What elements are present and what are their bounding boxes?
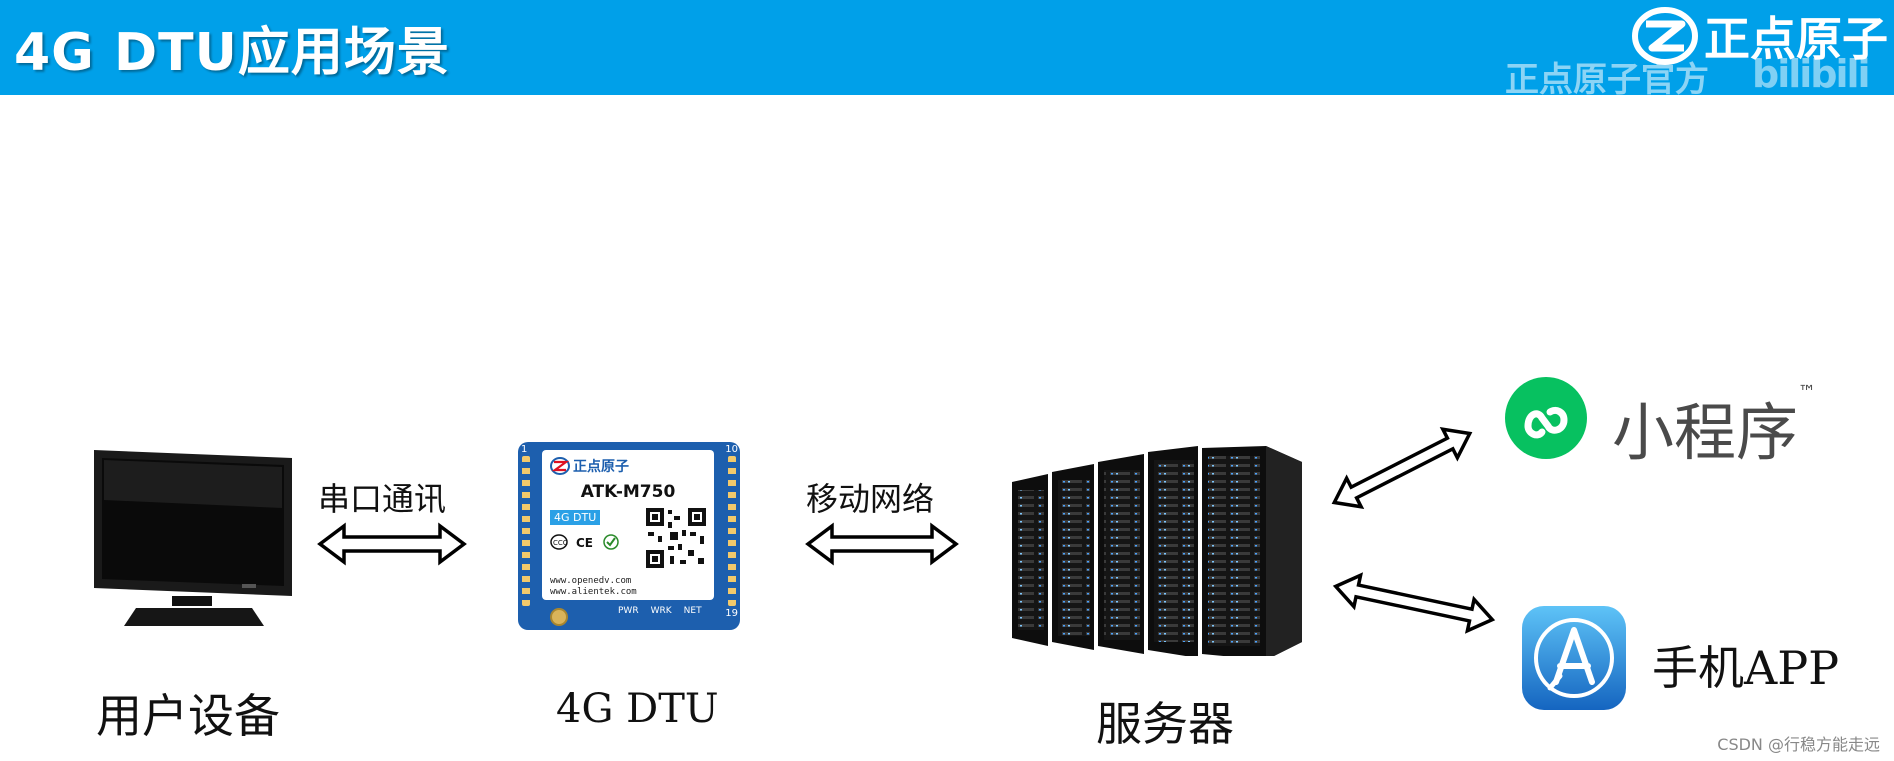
dtu-pin-number-10: 10	[725, 444, 738, 455]
led-wrk-label: WRK	[651, 606, 672, 616]
check-icon	[602, 534, 620, 550]
led-net-label: NET	[684, 606, 702, 616]
serial-double-arrow	[316, 522, 468, 566]
wechat-miniprogram-icon	[1504, 376, 1588, 460]
server-miniprogram-arrow	[1322, 418, 1482, 518]
led-pwr-label: PWR	[618, 606, 639, 616]
dtu-pin-number-19: 19	[725, 608, 738, 619]
cert-icons: CCC CE	[550, 534, 620, 550]
dtu-board: 1 10 19 正点原子 ATK-M750 4G DTU CCC CE	[518, 442, 740, 630]
network-double-arrow	[804, 522, 960, 566]
page-title: 4G DTU应用场景	[14, 10, 450, 85]
mobile-app-label: 手机APP	[1652, 632, 1839, 698]
source-credit: CSDN @行稳方能走远	[1717, 731, 1880, 755]
app-store-icon	[1520, 604, 1628, 712]
dtu-led-labels: PWR WRK NET	[618, 606, 702, 616]
dtu-model: ATK-M750	[542, 482, 714, 502]
brand-z-icon	[1632, 6, 1698, 66]
brand-name: 正点原子	[1704, 3, 1888, 69]
dtu-badge: 4G DTU	[550, 510, 600, 525]
dtu-pins-left	[522, 456, 530, 606]
dtu-pins-right	[728, 456, 736, 606]
monitor-icon	[92, 448, 296, 628]
svg-text:CCC: CCC	[553, 539, 568, 547]
serial-link-label: 串口通讯	[318, 474, 446, 520]
ccc-icon: CCC	[550, 534, 568, 550]
dtu-pin-number-1: 1	[521, 444, 527, 455]
dtu-label-sticker: 正点原子 ATK-M750 4G DTU CCC CE www.openedv.…	[542, 450, 714, 600]
dtu-brand: 正点原子	[573, 456, 629, 476]
miniprogram-text: 小程序	[1612, 396, 1798, 469]
qr-code-icon	[644, 506, 708, 570]
dtu-brand-row: 正点原子	[550, 456, 629, 476]
miniprogram-label: 小程序™	[1612, 382, 1816, 472]
mobile-network-link-label: 移动网络	[806, 474, 934, 520]
trademark-symbol: ™	[1798, 382, 1816, 403]
dtu-url-2: www.alientek.com	[550, 587, 637, 597]
header-bar: 4G DTU应用场景 正点原子官方 bilibili 正点原子	[0, 0, 1894, 95]
server-app-arrow	[1330, 570, 1498, 636]
user-device-label: 用户设备	[96, 680, 280, 746]
server-label: 服务器	[1096, 688, 1234, 754]
brand-logo: 正点原子	[1632, 6, 1888, 66]
antenna-connector-icon	[550, 608, 568, 626]
svg-text:CE: CE	[576, 536, 593, 550]
dtu-brand-icon	[550, 457, 570, 475]
ce-icon: CE	[576, 534, 594, 550]
dtu-url-1: www.openedv.com	[550, 576, 631, 586]
dtu-label: 4G DTU	[556, 686, 719, 732]
server-rack-icon	[1012, 446, 1302, 656]
